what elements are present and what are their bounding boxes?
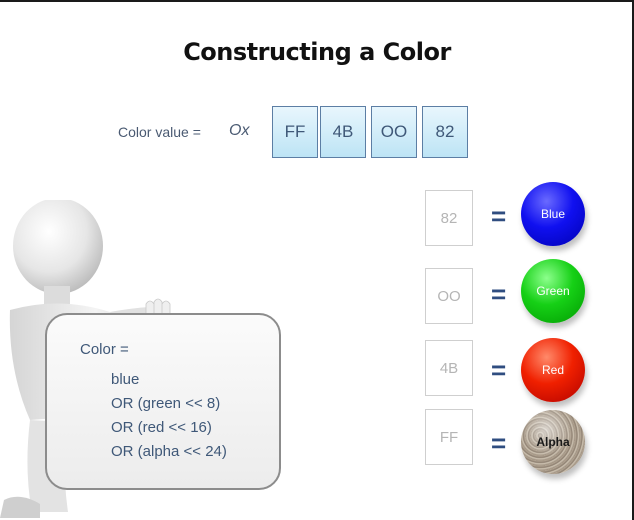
top-border	[0, 0, 634, 2]
component-box-green: OO	[425, 268, 473, 324]
code-line: OR (alpha << 24)	[111, 443, 227, 460]
hex-prefix: Ox	[229, 122, 250, 139]
color-value-label: Color value =	[118, 124, 201, 140]
equals-sign: =	[491, 428, 507, 458]
green-ball-icon: Green	[521, 259, 585, 323]
component-box-blue: 82	[425, 190, 473, 246]
foot-shape	[0, 496, 40, 518]
red-ball-icon: Red	[521, 338, 585, 402]
head-shape	[13, 200, 103, 294]
neck-shape	[44, 286, 70, 308]
byte-box-82: 82	[422, 106, 468, 158]
blue-ball-icon: Blue	[521, 182, 585, 246]
code-line: OR (green << 8)	[111, 395, 221, 412]
code-line: blue	[111, 371, 140, 388]
equals-sign: =	[491, 355, 507, 385]
alpha-ball-icon: Alpha	[521, 410, 585, 474]
equals-sign: =	[491, 201, 507, 231]
code-line: OR (red << 16)	[111, 419, 212, 436]
component-box-alpha: FF	[425, 409, 473, 465]
code-board	[45, 313, 281, 490]
component-box-red: 4B	[425, 340, 473, 396]
equals-sign: =	[491, 279, 507, 309]
slide-title: Constructing a Color	[183, 38, 451, 66]
code-line: Color =	[80, 341, 129, 358]
byte-box-ff: FF	[272, 106, 318, 158]
right-border	[632, 0, 634, 520]
byte-box-4b: 4B	[320, 106, 366, 158]
byte-box-00: OO	[371, 106, 417, 158]
